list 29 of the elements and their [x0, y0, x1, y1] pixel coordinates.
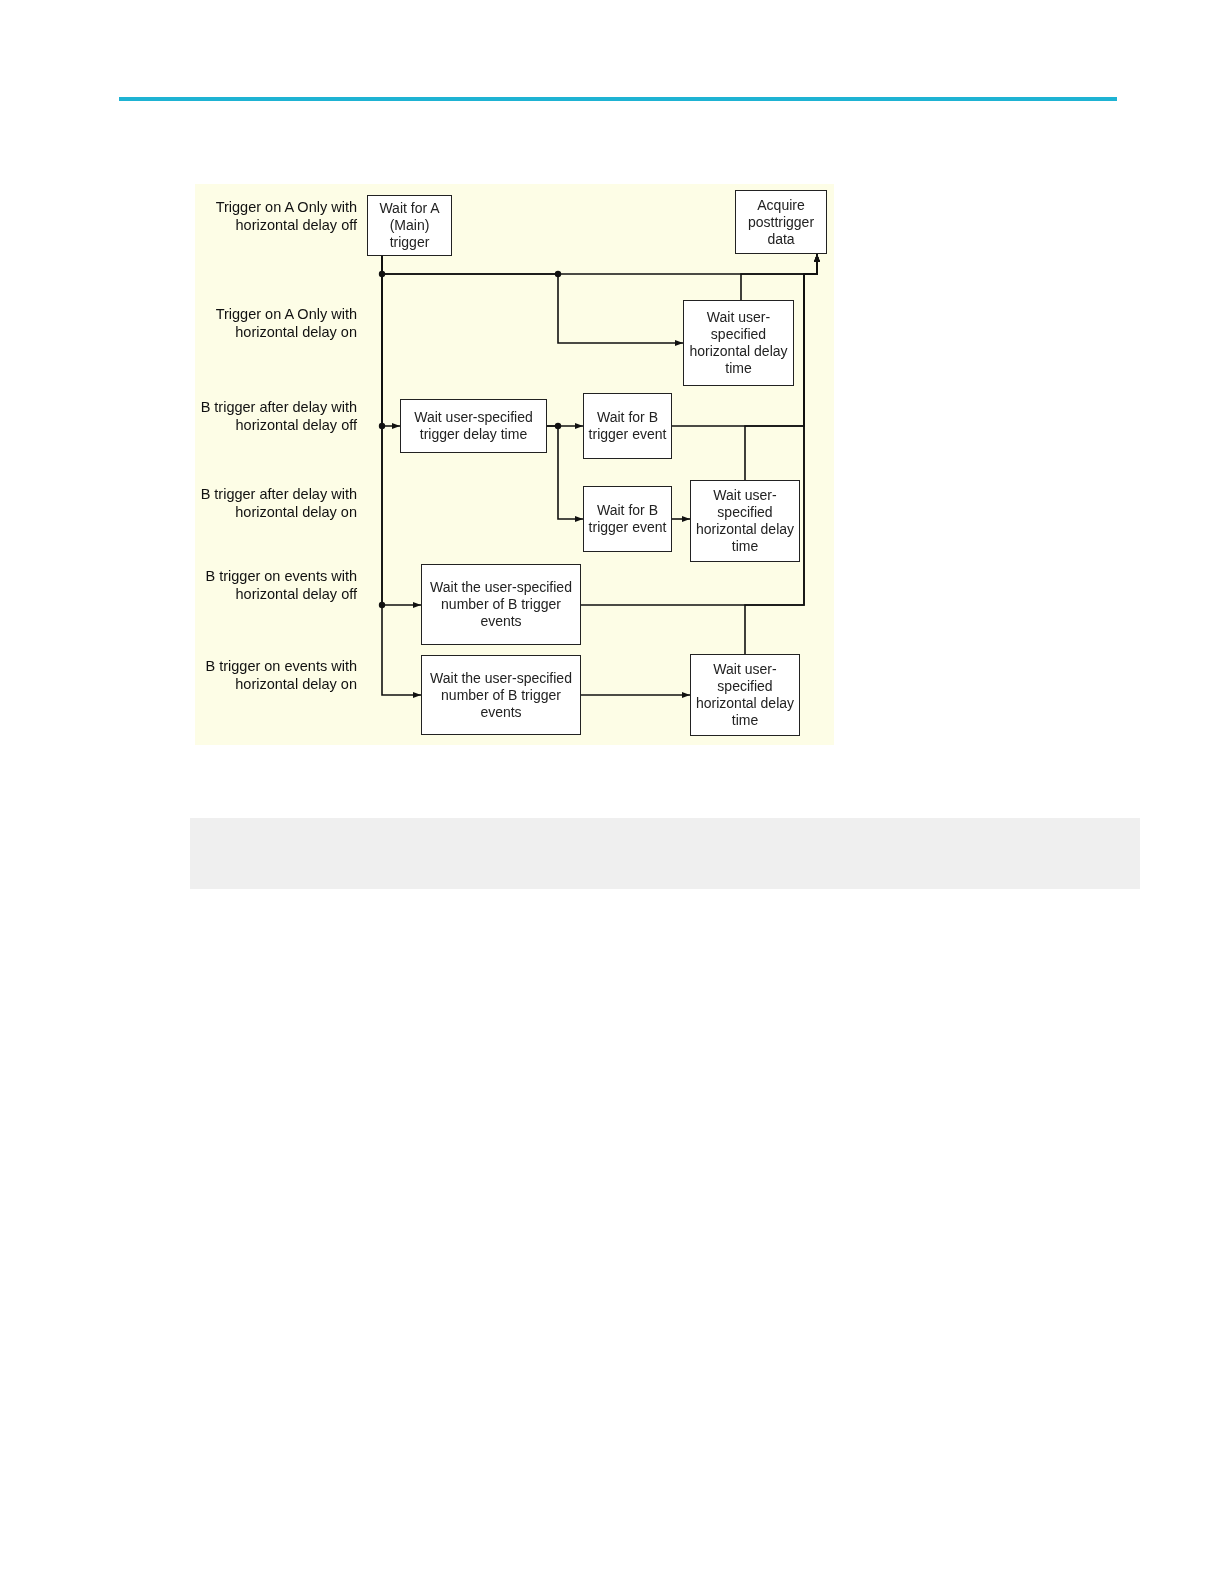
- row-label: B trigger on events with horizontal delay off: [204, 567, 357, 603]
- box-text: Wait user-specified horizontal delay time: [694, 661, 796, 729]
- box-text: Wait for B trigger event: [587, 409, 668, 443]
- box-text: Wait user-specified horizontal delay time: [694, 487, 796, 555]
- process-box: [583, 486, 672, 552]
- row-label: Trigger on A Only with horizontal delay off: [214, 198, 357, 234]
- box-text: Wait user-specified horizontal delay time: [688, 309, 789, 377]
- box-text: Wait user-specified trigger delay time: [413, 409, 534, 443]
- process-box: [367, 195, 452, 256]
- box-text: Acquire posttrigger data: [746, 196, 816, 248]
- row-label: Trigger on A Only with horizontal delay on: [214, 305, 357, 341]
- process-box: [421, 564, 581, 645]
- process-box: [690, 480, 800, 562]
- process-box: [683, 300, 794, 386]
- process-box: [690, 654, 800, 736]
- box-text: Wait for A (Main) trigger: [378, 200, 441, 251]
- process-box: [583, 393, 672, 459]
- box-text: Wait for B trigger event: [587, 502, 668, 536]
- row-label: B trigger on events with horizontal delay on: [204, 657, 357, 693]
- arrow: [546, 425, 584, 522]
- row-label: B trigger after delay with horizontal delay off: [199, 398, 357, 434]
- box-text: Wait the user-specified number of B trigger events: [429, 579, 573, 630]
- row-label: B trigger after delay with horizontal delay on: [199, 485, 357, 521]
- process-box: [735, 190, 827, 254]
- arrow: [580, 692, 691, 698]
- arrow: [671, 516, 691, 522]
- box-text: Wait the user-specified number of B trigger events: [429, 669, 573, 721]
- process-box: [421, 655, 581, 735]
- process-box: [400, 399, 547, 453]
